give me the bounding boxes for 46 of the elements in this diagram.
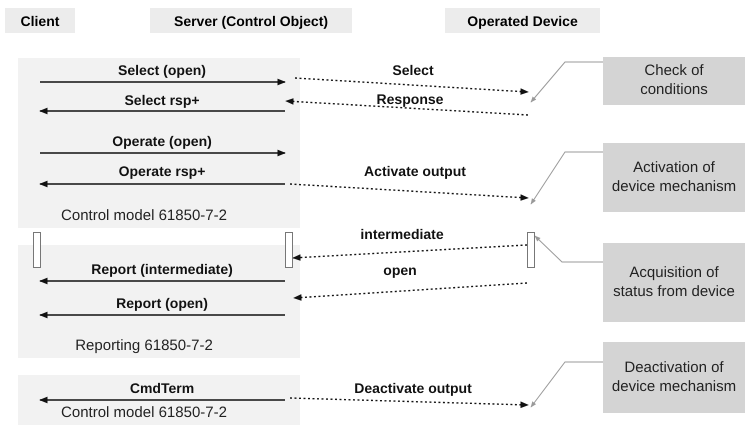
model-panel bbox=[18, 58, 300, 228]
dashed-arrow bbox=[292, 244, 528, 261]
edge-label: Report (open) bbox=[116, 295, 208, 311]
edge-label: Activate output bbox=[364, 163, 466, 179]
edge-label: Deactivate output bbox=[354, 380, 472, 396]
participant-header: Client bbox=[5, 8, 75, 33]
activation-bar bbox=[285, 232, 293, 268]
step-box: Activation of device mechanism bbox=[603, 143, 745, 212]
model-panel bbox=[18, 245, 300, 358]
edge-label: Select bbox=[392, 62, 434, 78]
arrow bbox=[40, 78, 286, 86]
arrow bbox=[40, 150, 286, 156]
model-panel bbox=[18, 375, 300, 425]
arrow bbox=[39, 396, 285, 404]
panel-caption: Control model 61850-7-2 bbox=[60, 207, 228, 224]
leader-line bbox=[530, 362, 604, 408]
edge-label: intermediate bbox=[360, 226, 444, 242]
panel-caption: Reporting 61850-7-2 bbox=[74, 337, 214, 354]
edge-label: Response bbox=[376, 91, 444, 107]
participant-header: Server (Control Object) bbox=[150, 8, 352, 33]
arrow bbox=[39, 180, 285, 188]
dashed-arrow bbox=[290, 183, 529, 201]
dashed-arrow bbox=[294, 77, 529, 95]
dashed-arrow bbox=[285, 98, 528, 116]
dashed-arrow bbox=[293, 282, 528, 301]
participant-header: Operated Device bbox=[445, 8, 600, 33]
edge-label: Operate rsp+ bbox=[118, 163, 206, 179]
step-box: Acquisition of status from device bbox=[603, 243, 745, 322]
arrow bbox=[39, 108, 285, 114]
edge-label: Select rsp+ bbox=[124, 92, 200, 108]
leader-line bbox=[530, 152, 604, 204]
edge-label: Operate (open) bbox=[112, 133, 212, 149]
activation-bar bbox=[33, 232, 41, 268]
edge-label: CmdTerm bbox=[130, 380, 194, 396]
dashed-arrow bbox=[290, 397, 529, 408]
panel-caption: Control model 61850-7-2 bbox=[60, 404, 228, 421]
leader-line bbox=[530, 62, 604, 102]
step-box: Check of conditions bbox=[603, 57, 745, 105]
edge-label: Report (intermediate) bbox=[91, 261, 233, 277]
step-box: Deactivation of device mechanism bbox=[603, 342, 745, 413]
leader-line bbox=[534, 236, 604, 262]
edge-label: Select (open) bbox=[118, 62, 206, 78]
arrow bbox=[39, 312, 285, 318]
arrow bbox=[39, 278, 285, 284]
activation-bar bbox=[527, 232, 535, 268]
edge-label: open bbox=[383, 262, 417, 278]
